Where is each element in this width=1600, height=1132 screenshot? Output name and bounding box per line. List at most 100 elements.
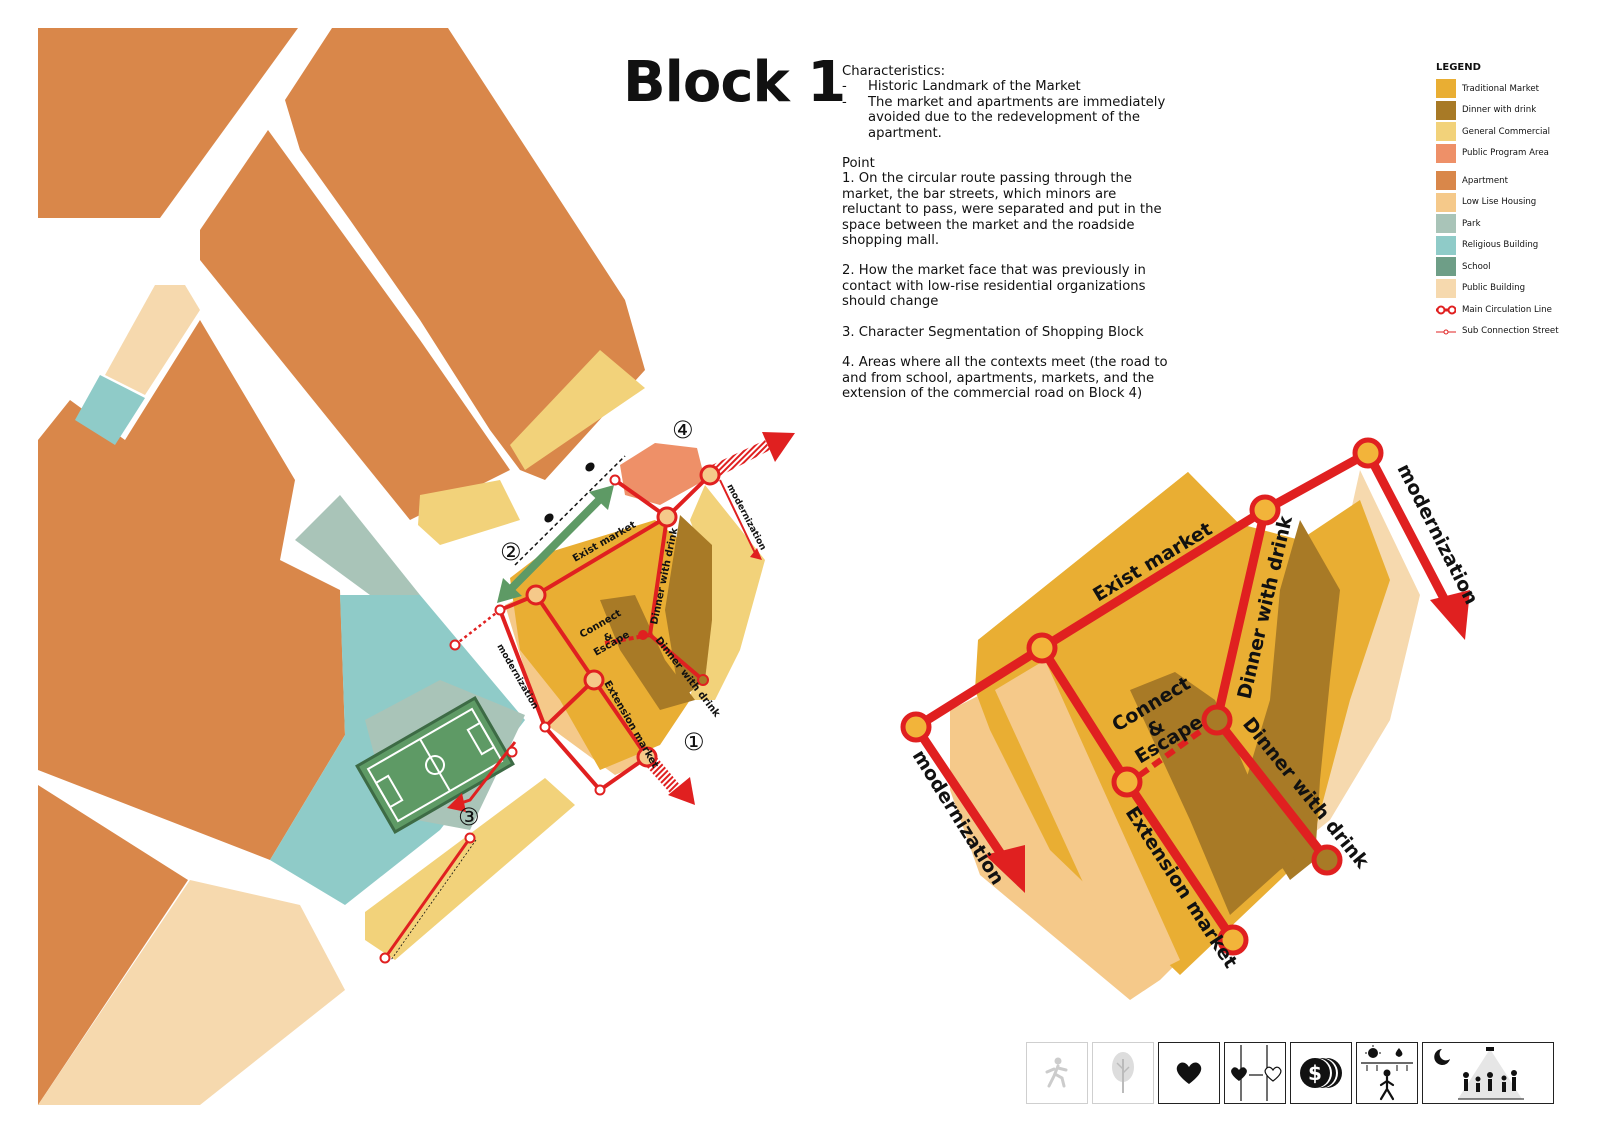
legend-item: Traditional Market [1436,78,1586,100]
point-item-3: 3. Character Segmentation of Shopping Bl… [842,324,1144,340]
modernization-arrow-east [719,479,756,554]
connect-escape-dashed-right [1138,725,1207,778]
moon-family-icon [1422,1042,1554,1104]
religious-building-nw [75,375,145,445]
sub-node [638,630,648,640]
characteristic-item: -Historic Landmark of the Market [842,79,1081,95]
node [1352,437,1384,469]
modernization-arrow-ne [712,440,770,477]
node [699,464,721,486]
sun-rain-person-icon [1356,1042,1418,1104]
enlarged-dinner-east [1240,520,1340,880]
dinner-with-drink-east [665,515,712,700]
apartment-block-north [285,28,645,480]
main-circulation-right [911,448,1455,945]
legend-swatch [1436,278,1456,298]
characteristic-item: -The market and apartments are immediate… [842,94,1166,141]
sub-node [594,784,606,796]
sub-nodes-left [379,474,648,964]
tree-icon [1092,1042,1154,1104]
marker-1: ① [683,728,705,756]
commercial-strip-north [510,350,645,470]
modernization-arrow-head-left [985,845,1025,893]
modernization-arrow-east-head [750,548,762,560]
svg-text:$: $ [1308,1061,1322,1085]
park-area [295,495,420,595]
sub-node [609,474,621,486]
legend-swatch [1436,192,1456,212]
frontage-arrow-head-2 [589,485,614,510]
enlarged-low-rise-strip [995,660,1180,985]
node [636,746,658,768]
marker-2: ② [500,538,522,566]
modernization-arrow-ne-head [762,432,795,462]
legend-swatch [1436,122,1456,142]
node [1249,494,1281,526]
marker-4: ④ [672,416,694,444]
public-building-sw [38,880,345,1105]
legend-item: Public Program Area [1436,143,1586,165]
sub-connection-south [383,837,472,959]
point-item-2: 2. How the market face that was previous… [842,263,1146,310]
school-route-arrow-head [447,793,466,812]
icon-strip: $ [1026,1042,1558,1104]
legend-item: General Commercial [1436,121,1586,143]
apartment-block-nw [38,28,298,218]
legend-item: Main Circulation Line [1436,299,1586,321]
legend-item: Sub Connection Street [1436,321,1586,343]
apartment-block-west [38,320,345,860]
walk-dashed-line [514,455,626,566]
frontage-arrow [502,490,609,598]
apartment-block-north-2 [200,130,510,520]
public-program-area [620,443,705,505]
enlarged-exist-market-top [978,472,1255,660]
marker-3: ③ [458,803,480,831]
legend-swatch [1436,79,1456,99]
modernization-arrow-head-right [1430,590,1470,640]
sub-node [494,604,506,616]
commercial-strip-mid [418,480,520,545]
sub-node [539,721,551,733]
point-item-1: 1. On the circular route passing through… [842,171,1162,249]
pedestrian-marker-icon [585,462,595,472]
public-building-nw [105,285,200,395]
node [1111,766,1143,798]
node [656,506,678,528]
sub-node [379,952,391,964]
sub-connection-swatch [1436,329,1456,335]
legend-item: Public Building [1436,278,1586,300]
enlarged-dinner-mid [1130,672,1295,915]
circulation-nodes-left [525,464,721,768]
legend-title: LEGEND [1436,62,1481,73]
sub-node [449,639,461,651]
legend-swatch [1436,171,1456,191]
notes-panel: Characteristics: -Historic Landmark of t… [842,64,1172,401]
page-title: Block 1 [623,50,846,115]
sub-connection-south-thin [390,839,477,961]
node [900,711,932,743]
legend: LEGEND Traditional Market Dinner with dr… [1436,62,1586,342]
sub-connection-dotted [454,609,501,646]
node [1217,924,1249,956]
points-heading: Point [842,156,875,172]
legend-item: Park [1436,213,1586,235]
apartment-block-sw [38,785,188,1105]
node-dark [697,674,709,686]
legend-item: Dinner with drink [1436,100,1586,122]
legend-item: School [1436,256,1586,278]
node [525,584,547,606]
legend-swatch [1436,214,1456,234]
legend-swatch [1436,235,1456,255]
main-circulation-swatch [1436,305,1456,315]
soccer-field-icon [355,696,515,834]
legend-item: Religious Building [1436,235,1586,257]
circulation-nodes-right [900,437,1384,956]
coins-icon: $ [1290,1042,1352,1104]
dinner-with-drink-mid [600,595,695,710]
legend-swatch [1436,257,1456,277]
node [583,669,605,691]
pedestrian-marker-icon [544,513,554,523]
node [1201,704,1233,736]
